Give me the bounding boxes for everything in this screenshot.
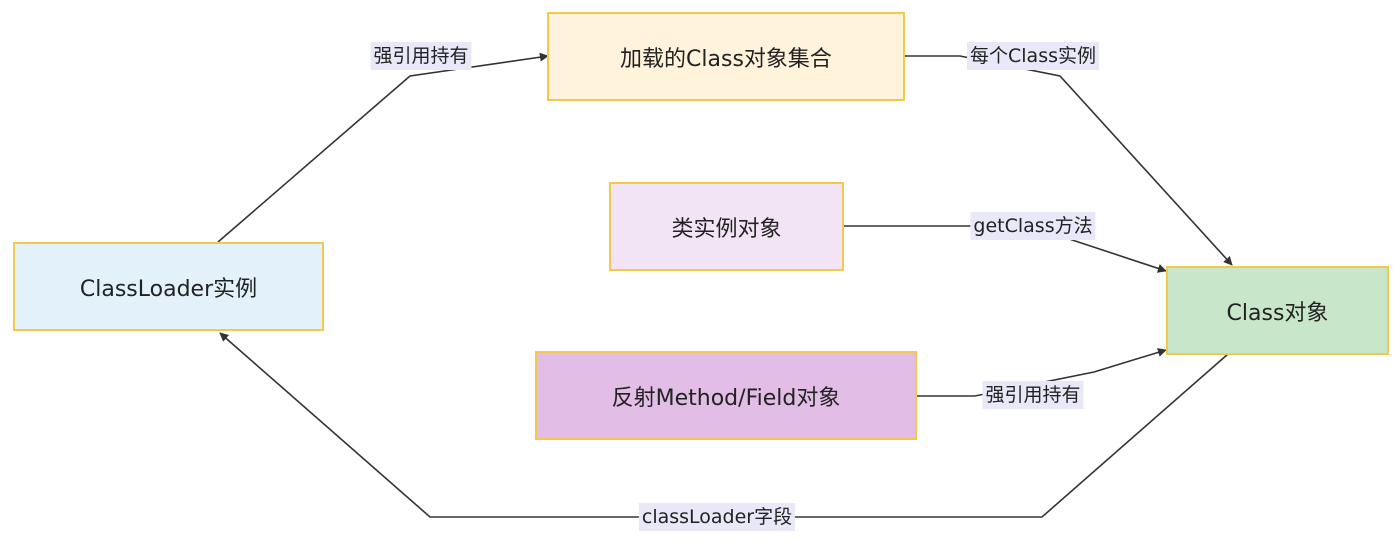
node-class-object: Class对象 bbox=[1166, 266, 1389, 355]
edge-label-classloader-field: classLoader字段 bbox=[638, 503, 796, 531]
edge-label-each-class: 每个Class实例 bbox=[967, 42, 1099, 70]
edge-label-strong-ref-1: 强引用持有 bbox=[370, 42, 472, 70]
edge-strong-ref-1 bbox=[217, 52, 549, 243]
edge-label-strong-ref-2: 强引用持有 bbox=[982, 381, 1084, 409]
edge-label-get-class: getClass方法 bbox=[970, 212, 1096, 240]
node-loaded-classes: 加载的Class对象集合 bbox=[547, 12, 905, 101]
node-reflect: 反射Method/Field对象 bbox=[535, 351, 917, 440]
node-classloader: ClassLoader实例 bbox=[13, 242, 324, 331]
node-instance: 类实例对象 bbox=[609, 182, 844, 271]
